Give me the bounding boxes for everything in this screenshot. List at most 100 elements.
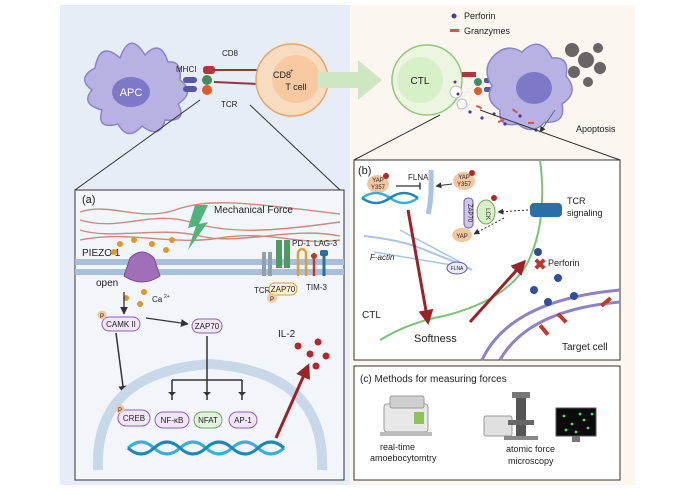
cd8-label: CD8 xyxy=(222,49,239,58)
factin-fiber-diagonal xyxy=(399,229,461,263)
yap-to-flna-arrow xyxy=(435,182,453,189)
softness-label: Softness xyxy=(414,333,457,345)
zap70-b-label: ZAP70 xyxy=(466,204,472,223)
tcr-signaling-receptor xyxy=(530,203,562,217)
yap2-line1: YAP xyxy=(458,175,470,181)
ap1-label: AP-1 xyxy=(234,416,252,425)
cd8-t-cell: CD8 + T cell xyxy=(255,43,329,117)
legend-granzymes-label: Granzymes xyxy=(464,26,511,36)
flna-label: FLNA xyxy=(451,266,464,272)
nfat-label: NFAT xyxy=(198,416,218,425)
camk-node xyxy=(101,316,141,332)
tcell-label-line1: CD8 xyxy=(273,70,291,80)
tcr-label-top: TCR xyxy=(221,100,238,109)
perforin-legend-icon xyxy=(451,13,457,19)
zap70-membrane-label: ZAP70 xyxy=(271,285,296,294)
creb-node xyxy=(117,409,151,427)
tcr-signaling-line2: signaling xyxy=(567,208,603,218)
panel-b-letter: (b) xyxy=(358,165,371,177)
method2-line2: microscopy xyxy=(508,456,554,466)
actin-fiber-top xyxy=(425,169,434,215)
lck-to-yap-arrow xyxy=(473,217,505,235)
tcr-receptor xyxy=(262,240,290,276)
zap70-label: ZAP70 xyxy=(195,322,220,331)
open-label: open xyxy=(96,278,118,289)
panel-b: (b) YAP Y357 FLNA YAP Y357 ZAP70 LCK YAP… xyxy=(353,159,621,361)
tcr-label-a: TCR xyxy=(254,286,271,295)
p-label: P xyxy=(270,297,274,303)
yap2-line2: Y357 xyxy=(457,182,472,188)
microscopy-image-icon xyxy=(555,407,597,442)
tcell-label-line2: T cell xyxy=(285,82,306,92)
granzyme-rods xyxy=(534,258,612,336)
zap70-membrane-box xyxy=(268,282,298,296)
creb-p-label: P xyxy=(118,408,122,414)
panel-a: Mechanical Force (a) PIEZO 1 open Ca 2+ … xyxy=(74,189,345,481)
tcr-signaling-line1: TCR xyxy=(567,196,586,206)
zoom-line-b-right xyxy=(479,109,621,161)
tcell-label-sup: + xyxy=(290,69,294,75)
factin-fiber xyxy=(363,235,473,271)
mechanical-force-label: Mechanical Force xyxy=(214,205,293,216)
lightning-force-icon xyxy=(188,205,208,250)
il2-secretion-arrow xyxy=(274,363,310,439)
perforin-b-label: Perforin xyxy=(548,258,580,268)
softness-arrow-in xyxy=(406,209,434,325)
ap1-node xyxy=(228,411,258,429)
dna-strand-2 xyxy=(126,440,286,456)
apc-label: APC xyxy=(120,87,143,99)
ctl-cell: CTL xyxy=(391,44,468,116)
granzymes-legend-icon xyxy=(450,29,459,32)
piezo1-channel xyxy=(123,251,161,283)
ctl-label-top: CTL xyxy=(411,76,430,87)
zoom-line-right xyxy=(249,104,341,191)
lck-label: LCK xyxy=(484,208,490,220)
apoptosis-label: Apoptosis xyxy=(576,124,616,134)
yap-label: YAP xyxy=(456,234,468,240)
target-membrane xyxy=(480,288,621,361)
camk-p-label: P xyxy=(100,314,104,320)
nucleus-envelope xyxy=(92,358,328,471)
yap-y357-node-1 xyxy=(367,175,389,193)
piezo-label: PIEZO 1 xyxy=(82,248,121,259)
dna-b-strand-2 xyxy=(361,191,419,205)
yap1-line1: YAP xyxy=(372,178,384,184)
flna-node xyxy=(446,261,468,275)
panel-c-title: (c) Methods for measuring forces xyxy=(360,374,507,385)
tcr-to-lck-arrow xyxy=(497,208,529,215)
zoom-line-b-left xyxy=(353,114,441,161)
lag3-label: LAG-3 xyxy=(314,239,338,248)
apc-cell: APC xyxy=(84,42,189,135)
method1-line2: amoebocytomtry xyxy=(370,453,437,463)
softness-arrow-out xyxy=(468,259,527,324)
method2-line1: atomic force xyxy=(506,444,555,454)
phospho-marker xyxy=(267,293,277,303)
mhci-label: MHCI xyxy=(176,65,196,74)
legend-perforin-label: Perforin xyxy=(464,11,496,21)
flna-top-label: FLNA xyxy=(408,173,429,182)
amoebocytometry-instrument-icon xyxy=(380,395,432,436)
zap70-node xyxy=(191,318,223,334)
lck-node xyxy=(476,199,496,225)
yap-y357-node-2 xyxy=(453,172,475,190)
il2-label: IL-2 xyxy=(278,329,296,340)
top-legend: Perforin Granzymes xyxy=(450,11,511,36)
creb-label: CREB xyxy=(123,414,145,423)
apoptosis-pointer xyxy=(539,109,556,133)
zap70-vertical-node xyxy=(463,197,474,229)
pd1-receptor xyxy=(296,247,308,276)
target-cell-label: Target cell xyxy=(562,342,608,353)
panel-a-letter: (a) xyxy=(82,194,95,206)
il2-molecules xyxy=(294,338,330,370)
tim3-label: TIM-3 xyxy=(306,283,327,292)
target-apoptotic-cell xyxy=(486,43,606,131)
perforin-dots xyxy=(530,248,578,306)
arrow-camk-creb xyxy=(115,332,128,395)
zoom-line-left xyxy=(74,99,201,191)
yap-node xyxy=(452,228,472,242)
ca-sup-label: 2+ xyxy=(164,294,170,300)
arrow-camk-zap70 xyxy=(145,317,189,327)
method1-line1: real-time xyxy=(380,442,415,452)
